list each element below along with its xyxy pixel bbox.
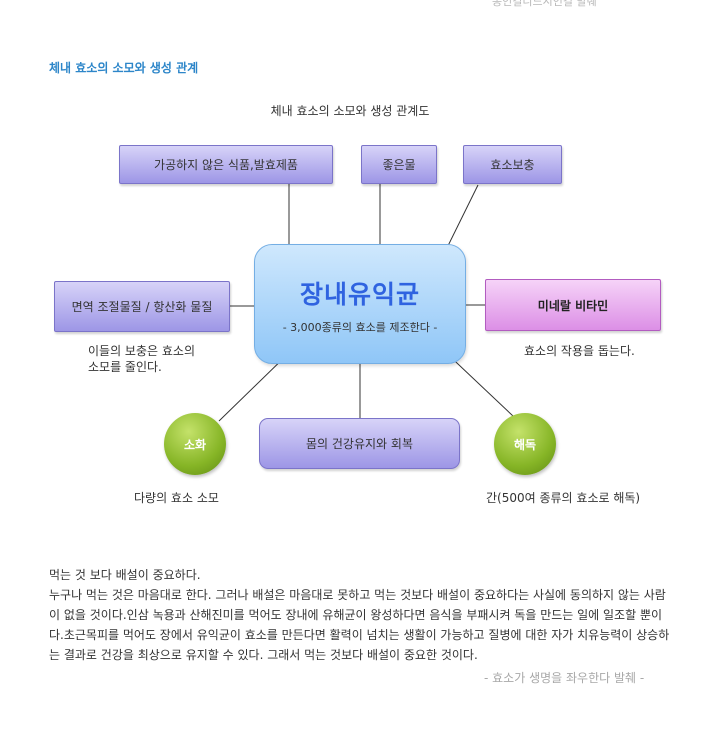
detox-circle: 해독	[494, 413, 556, 475]
center-subtitle: - 3,000종류의 효소를 제조한다 -	[282, 321, 438, 334]
section-title: 체내 효소의 소모와 생성 관계	[49, 61, 199, 75]
mineral-vitamin-box: 미네랄 비타민	[485, 279, 661, 331]
clipped-header-text: 동인길니드시인길 발췌	[492, 0, 597, 8]
digestion-circle: 소화	[164, 413, 226, 475]
health-recovery-box: 몸의 건강유지와 회복	[259, 418, 460, 469]
beneficial-bacteria-node: 장내유익균 - 3,000종류의 효소를 제조한다 -	[254, 244, 466, 364]
immune-antioxidant-box: 면역 조절물질 / 항산화 물질	[54, 281, 230, 332]
right-note: 효소의 작용을 돕는다.	[524, 344, 635, 358]
body-paragraph: 누구나 먹는 것은 마음대로 한다. 그러나 배설은 마음대로 못하고 먹는 것…	[49, 588, 670, 662]
body-text: 먹는 것 보다 배설이 중요하다. 누구나 먹는 것은 마음대로 한다. 그러나…	[49, 565, 674, 665]
body-heading-line: 먹는 것 보다 배설이 중요하다.	[49, 568, 201, 582]
left-note: 이들의 보충은 효소의 소모를 줄인다.	[88, 344, 195, 374]
center-title: 장내유익균	[299, 280, 420, 309]
enzyme-supplement-box: 효소보충	[463, 145, 562, 184]
source-citation: - 효소가 생명을 좌우한다 발췌 -	[484, 671, 645, 685]
raw-food-box: 가공하지 않은 식품,발효제품	[119, 145, 333, 184]
detox-note: 간(500여 종류의 효소로 해독)	[486, 491, 641, 505]
good-water-box: 좋은물	[361, 145, 437, 184]
digestion-note: 다량의 효소 소모	[134, 491, 219, 505]
diagram-caption: 체내 효소의 소모와 생성 관계도	[270, 104, 430, 118]
